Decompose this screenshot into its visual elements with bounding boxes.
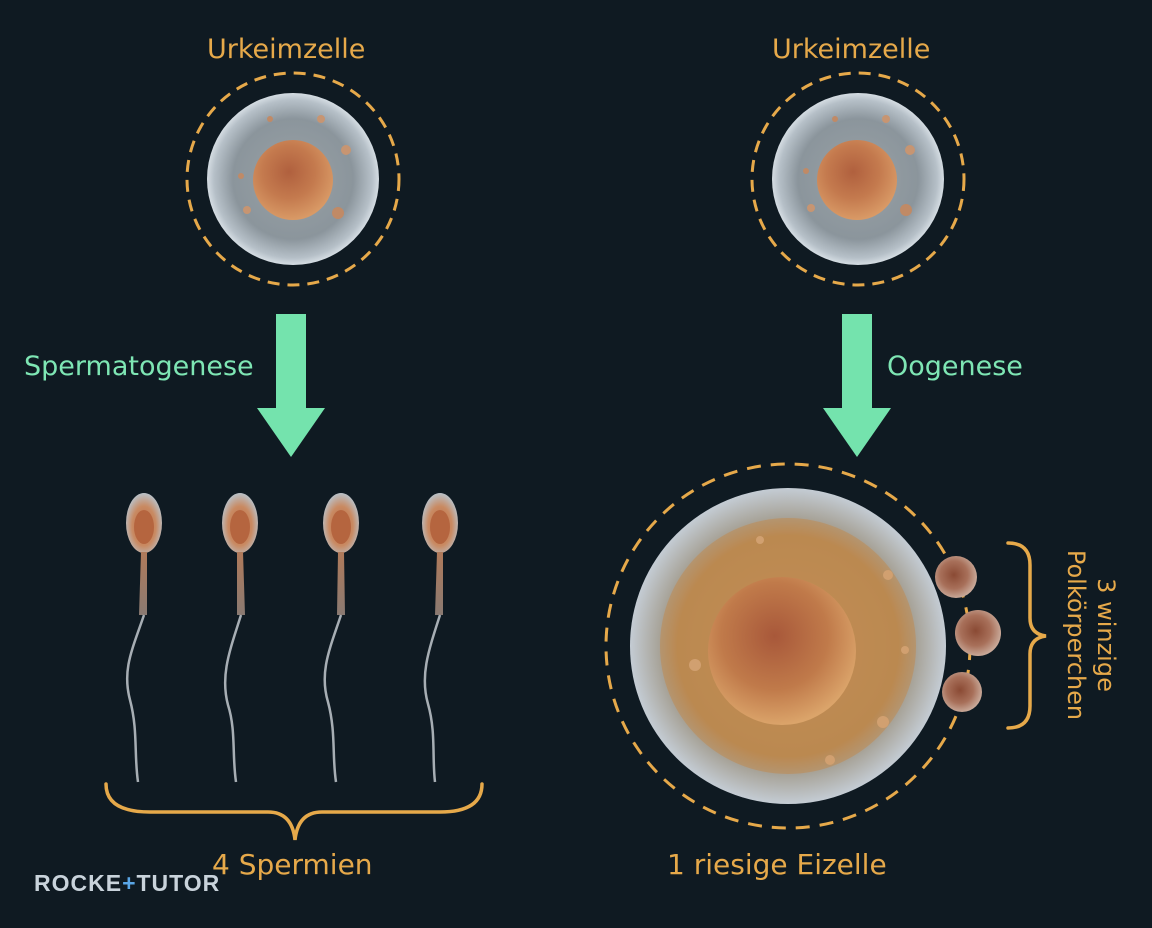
polar-body <box>942 672 982 712</box>
oogenese-label: Oogenese <box>887 351 1023 382</box>
sperm-cell <box>125 493 162 783</box>
logo-text-part1: ROCKE <box>34 870 123 896</box>
sperm-cell <box>422 493 458 783</box>
polar-brace <box>1006 541 1047 730</box>
polar-label-line1: 3 winzige <box>1092 578 1120 692</box>
logo-plus: + <box>122 870 137 896</box>
sperm-count-label: 4 Spermien <box>212 848 373 881</box>
polar-body <box>935 556 977 598</box>
sperm-brace <box>104 782 484 841</box>
polar-bodies <box>935 556 1001 712</box>
oogenese-arrow <box>823 314 891 457</box>
rocketutor-logo: ROCKE+TUTOR <box>34 870 220 897</box>
sperm-cells <box>125 493 458 783</box>
sperm-cell <box>323 493 359 783</box>
spermatogenese-arrow <box>257 314 325 457</box>
sperm-cell <box>222 493 258 783</box>
egg-cell <box>604 462 972 830</box>
spermatogenese-label: Spermatogenese <box>24 351 254 382</box>
left-urkeimzelle-cell <box>185 71 401 287</box>
logo-text-part2: TUTOR <box>136 870 221 896</box>
egg-cell-label: 1 riesige Eizelle <box>667 848 887 881</box>
right-cell-title: Urkeimzelle <box>772 34 931 65</box>
right-urkeimzelle-cell <box>750 71 966 287</box>
polar-bodies-label: 3 winzige Polkörperchen <box>1058 520 1124 750</box>
polar-body <box>955 610 1001 656</box>
polar-label-line2: Polkörperchen <box>1062 549 1090 721</box>
left-cell-title: Urkeimzelle <box>207 34 366 65</box>
